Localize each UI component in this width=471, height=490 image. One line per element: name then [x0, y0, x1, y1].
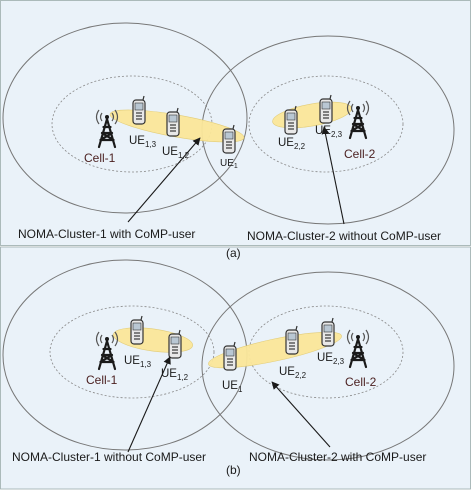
- cell-1-label: Cell-1: [86, 373, 118, 387]
- ue-2-2-label: UE2,2: [278, 137, 306, 151]
- phone-icon: [222, 124, 236, 154]
- ue-1-2-label: UE1,2: [162, 146, 190, 160]
- panel-b: Cell-1 Cell-2 UE1,3 UE1,2 UE1 UE2,2 UE2,…: [2, 259, 455, 477]
- noma-cluster-2-label: NOMA-Cluster-2 with CoMP-user: [249, 450, 426, 464]
- phone-icon: [168, 329, 182, 359]
- cluster-2-arrow: [271, 381, 331, 448]
- panel-a-background: [0, 0, 471, 246]
- phone-icon: [130, 315, 144, 345]
- panel-b-caption: (b): [226, 463, 241, 477]
- ue-1-3-label: UE1,3: [124, 355, 152, 369]
- noma-cluster-1-label: NOMA-Cluster-1 with CoMP-user: [18, 227, 195, 241]
- phone-icon: [223, 341, 237, 371]
- ue-1-2-label: UE1,2: [161, 368, 189, 382]
- phone-icon: [132, 95, 146, 125]
- cell-2-label: Cell-2: [345, 375, 377, 389]
- phone-icon: [285, 325, 299, 355]
- cell-2-label: Cell-2: [344, 147, 376, 161]
- cell-2-outer-coverage: [201, 271, 455, 461]
- ue-1-label: UE1: [220, 158, 238, 170]
- cell-2-inner-coverage: [248, 305, 404, 399]
- cell-2-inner-coverage: [248, 75, 404, 173]
- phone-icon: [166, 107, 180, 137]
- cell-1-inner-coverage: [49, 305, 215, 399]
- panel-a-caption: (a): [226, 246, 241, 260]
- ue-2-2-label: UE2,2: [279, 366, 307, 380]
- cluster-2-arrow: [321, 126, 345, 225]
- cell-1-outer-coverage: [2, 22, 248, 214]
- noma-cluster-1-label: NOMA-Cluster-1 without CoMP-user: [12, 450, 206, 464]
- noma-cluster-2-region: [208, 331, 342, 369]
- ue-1-3-label: UE1,3: [129, 135, 157, 149]
- ue-2-3-label: UE2,3: [317, 352, 345, 366]
- cluster-1-arrow: [127, 137, 201, 223]
- panel-a: Cell-1 Cell-2 UE1,3 UE1,2 UE1 UE2,2 UE2,…: [2, 22, 455, 260]
- noma-cluster-2-label: NOMA-Cluster-2 without CoMP-user: [247, 229, 441, 243]
- phone-icon: [321, 317, 335, 347]
- phone-icon: [284, 105, 298, 135]
- cell-1-label: Cell-1: [84, 151, 116, 165]
- cluster-1-arrow: [127, 356, 171, 453]
- phone-icon: [319, 94, 333, 124]
- ue-1-label: UE1: [222, 380, 243, 394]
